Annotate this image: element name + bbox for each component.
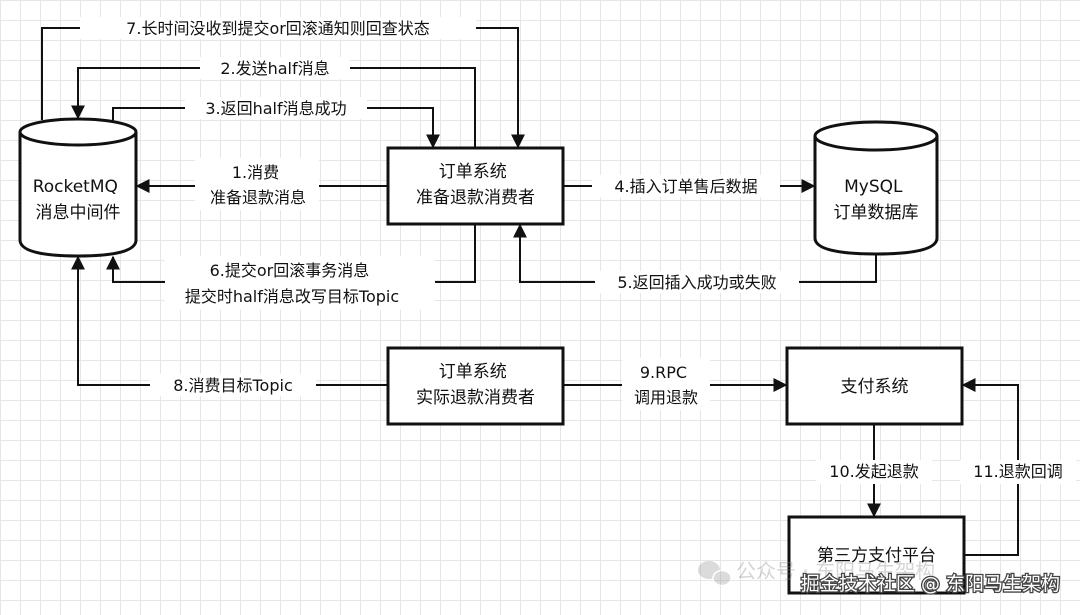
edge-10-label-line: 10.发起退款 <box>829 462 918 481</box>
edge-10-label: 10.发起退款 <box>829 462 918 481</box>
rocketmq-label-line: RocketMQ <box>33 177 118 197</box>
rocketmq-cylinder: RocketMQ 消息中间件 <box>18 117 138 258</box>
juejin-watermark-text: 掘金技术社区 @ 东阳马生架构 <box>801 573 1060 595</box>
order-system-actual-box: 订单系统 实际退款消费者 <box>386 346 565 426</box>
order-system-prepare-label-line: 准备退款消费者 <box>416 188 535 208</box>
mysql-cylinder: MySQL 订单数据库 <box>813 120 939 256</box>
third-party-payment-label: 第三方支付平台 <box>817 546 936 566</box>
edge-3-label: 3.返回half消息成功 <box>205 99 346 118</box>
edge-1-label-line: 1.消费 <box>232 163 279 182</box>
edge-9-label: 9.RPC 调用退款 <box>634 363 698 407</box>
edge-5-label-line: 5.返回插入成功或失败 <box>617 273 776 292</box>
edge-4-label: 4.插入订单售后数据 <box>614 177 757 196</box>
mysql-label: MySQL 订单数据库 <box>834 177 919 223</box>
edge-6-label-line: 6.提交or回滚事务消息 <box>210 261 370 280</box>
third-party-payment-label-line: 第三方支付平台 <box>817 546 936 566</box>
faded-watermark-text: 公众号 · 东阳马生架构 <box>736 559 935 583</box>
edge-7-label-line: 7.长时间没收到提交or回滚通知则回查状态 <box>126 19 430 38</box>
edge-2-label: 2.发送half消息 <box>220 59 329 78</box>
mysql-label-line: MySQL <box>844 177 903 197</box>
order-system-prepare-box: 订单系统 准备退款消费者 <box>386 146 565 226</box>
payment-system-box: 支付系统 <box>785 346 964 426</box>
edge-11-label: 11.退款回调 <box>973 462 1062 481</box>
edge-8-label-line: 8.消费目标Topic <box>173 376 293 395</box>
edge-11-label-line: 11.退款回调 <box>973 462 1062 481</box>
order-system-actual-label-line: 实际退款消费者 <box>416 388 535 408</box>
edge-6-label: 6.提交or回滚事务消息 提交时half消息改写目标Topic <box>185 261 399 306</box>
edge-1-label-line: 准备退款消息 <box>210 188 306 207</box>
order-system-prepare-label: 订单系统 准备退款消费者 <box>416 162 535 208</box>
order-system-actual-label-line: 订单系统 <box>439 362 507 382</box>
edge-5-label: 5.返回插入成功或失败 <box>617 273 776 292</box>
payment-system-label: 支付系统 <box>841 377 909 397</box>
edge-9-label-line: 9.RPC <box>640 363 687 382</box>
edge-8-label: 8.消费目标Topic <box>173 376 293 395</box>
mysql-label-line: 订单数据库 <box>834 203 919 223</box>
rocketmq-label-line: 消息中间件 <box>36 203 121 223</box>
edge-2-label-line: 2.发送half消息 <box>220 59 329 78</box>
third-party-payment-box: 第三方支付平台 <box>787 515 966 595</box>
edge-9-label-line: 调用退款 <box>634 388 698 407</box>
edge-1-label: 1.消费 准备退款消息 <box>210 163 306 207</box>
order-system-prepare-label-line: 订单系统 <box>439 162 507 182</box>
rocketmq-label: RocketMQ 消息中间件 <box>33 177 124 223</box>
payment-system-label-line: 支付系统 <box>841 377 909 397</box>
edge-3-label-line: 3.返回half消息成功 <box>205 99 346 118</box>
edge-6-label-line: 提交时half消息改写目标Topic <box>185 287 399 306</box>
wechat-icon <box>698 561 732 587</box>
order-system-actual-label: 订单系统 实际退款消费者 <box>416 362 535 408</box>
edge-7-label: 7.长时间没收到提交or回滚通知则回查状态 <box>126 19 430 38</box>
wechat-watermark: 公众号 · 东阳马生架构 <box>698 559 935 587</box>
edge-4-label-line: 4.插入订单售后数据 <box>614 177 757 196</box>
